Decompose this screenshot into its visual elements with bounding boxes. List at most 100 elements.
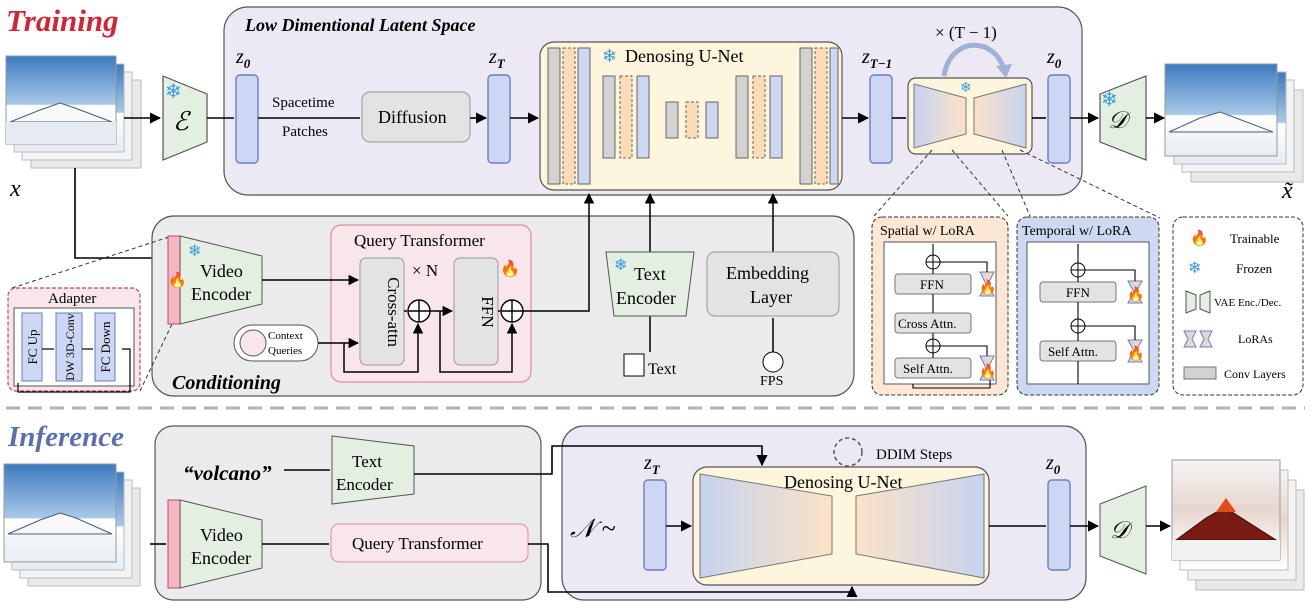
ffn-label: FFN (478, 296, 497, 327)
adapter-zoom-lines (11, 235, 173, 392)
conditioning-arrows (262, 192, 779, 373)
text-encoder-label-1: Text (634, 264, 666, 284)
database-icon (239, 329, 267, 357)
adapter-dw-conv (55, 312, 83, 382)
mini-unet-decoder (973, 83, 1027, 149)
inference-unet-title: Denosing U-Net (784, 472, 902, 492)
inference-zT-block (643, 479, 667, 571)
text-encoder-label-2: Encoder (616, 288, 676, 308)
lora-zoom-lines (873, 149, 1161, 219)
legend-vae: VAE Enc./Dec. (1214, 297, 1282, 309)
inference-output-stack (1171, 459, 1305, 591)
input-variable: x (9, 176, 21, 202)
spatial-flame-icon-1: 🔥 (979, 279, 996, 296)
prompt-text: “volcano” (183, 461, 272, 485)
adapter-fc-down-label: FC Down (98, 321, 113, 372)
snowflake-icon: ❄ (165, 81, 182, 103)
legend-trainable: Trainable (1230, 231, 1280, 246)
unet-layers (547, 47, 839, 185)
mini-unet-encoder (913, 83, 967, 149)
inference-video-encoder-label-2: Encoder (191, 548, 251, 568)
latent-zT-block (487, 74, 511, 164)
temporal-lora-2 (1127, 339, 1143, 363)
temporal-arrows (1077, 244, 1136, 384)
query-transformer-title: Query Transformer (354, 231, 485, 250)
vae-decoder (1099, 75, 1147, 161)
adapter-fc-up-label: FC Up (25, 329, 40, 364)
input-video-stack (5, 55, 142, 169)
diffusion-block (361, 91, 471, 143)
adapter-title: Adapter (48, 291, 96, 307)
temporal-self-attn-label: Self Attn. (1048, 344, 1098, 359)
cross-attn-label: Cross-attn (384, 277, 403, 347)
ddim-label: DDIM Steps (876, 447, 952, 463)
legend-flame-icon: 🔥 (1190, 229, 1209, 247)
latent-zT1-block (869, 74, 893, 164)
decoder-snowflake-icon: ❄ (1101, 89, 1118, 111)
speedometer-icon (762, 351, 784, 373)
embedding-label-2: Layer (750, 287, 792, 307)
inference-video-encoder-label-1: Video (200, 525, 243, 545)
latent-z0-out-block (1047, 74, 1071, 164)
spacetime-label: Spacetime (272, 95, 335, 111)
adapter-fc-up (21, 312, 43, 382)
temporal-ffn-label: FFN (1066, 285, 1090, 300)
output-variable: x̃ (1281, 178, 1294, 204)
inference-query-transformer (330, 523, 529, 563)
conditioning-title: Conditioning (172, 372, 281, 394)
legend-conv: Conv Layers (1224, 367, 1286, 381)
ddim-loop (833, 437, 863, 467)
inference-video-encoder (179, 499, 263, 589)
temporal-inner (1026, 241, 1150, 385)
inference-text-encoder-label-2: Encoder (336, 475, 393, 494)
spatial-ffn-label: FFN (920, 277, 944, 292)
latent-z0-block (235, 74, 259, 164)
inference-heading: Inference (7, 421, 124, 453)
legend-loras: LoRAs (1238, 332, 1273, 346)
encoder-symbol: ℰ (173, 107, 191, 136)
legend-panel (1172, 216, 1304, 396)
inference-qt-label: Query Transformer (352, 534, 483, 553)
legend-snowflake-icon: ❄ (1188, 260, 1201, 277)
loop-label: × (T − 1) (935, 23, 997, 42)
noise-label: 𝒩 ~ (570, 514, 615, 543)
inference-text-encoder-label-1: Text (352, 452, 382, 471)
temporal-flame-icon-1: 🔥 (1127, 286, 1144, 303)
training-flow-arrows (74, 112, 1166, 259)
legend-vae-icon (1185, 290, 1197, 314)
inference-z0-block (1047, 479, 1071, 571)
inference-zT-label: zT (643, 452, 661, 477)
embedding-layer (706, 251, 840, 317)
zT-label: zT (488, 46, 506, 71)
text-input-label: Text (648, 361, 677, 378)
zT1-label: zT−1 (861, 46, 892, 71)
video-encoder-label-1: Video (200, 261, 243, 281)
training-heading: Training (6, 3, 119, 38)
z0-label: z0 (235, 46, 251, 71)
legend-lora-icon (1183, 330, 1197, 348)
text-encoder (605, 251, 695, 317)
text-encoder-snowflake-icon: ❄ (614, 257, 627, 274)
z0-out-label: z0 (1046, 46, 1062, 71)
spatial-title: Spatial w/ LoRA (880, 224, 976, 239)
inference-z0-label: z0 (1045, 452, 1061, 477)
flame-icon: 🔥 (168, 271, 187, 289)
diffusion-label: Diffusion (378, 107, 447, 127)
patches-label: Patches (282, 124, 328, 140)
legend-conv-icon (1183, 366, 1217, 380)
loop-arrow (941, 42, 1007, 77)
adapter-dw-conv-label: DW 3D-Conv (63, 313, 77, 380)
inference-vae-decoder (1099, 485, 1147, 575)
video-encoder-label-2: Encoder (191, 284, 251, 304)
legend-frozen: Frozen (1236, 261, 1273, 276)
vae-encoder (162, 75, 208, 161)
context-label-2: Queries (268, 345, 302, 357)
inference-input-stack (3, 463, 141, 587)
inference-text-encoder (331, 435, 415, 505)
times-n-label: × N (412, 261, 438, 280)
latent-space-title: Low Dimentional Latent Space (244, 15, 476, 35)
video-encoder-snowflake-icon: ❄ (188, 243, 201, 260)
spatial-cross-attn-label: Cross Attn. (898, 316, 957, 331)
